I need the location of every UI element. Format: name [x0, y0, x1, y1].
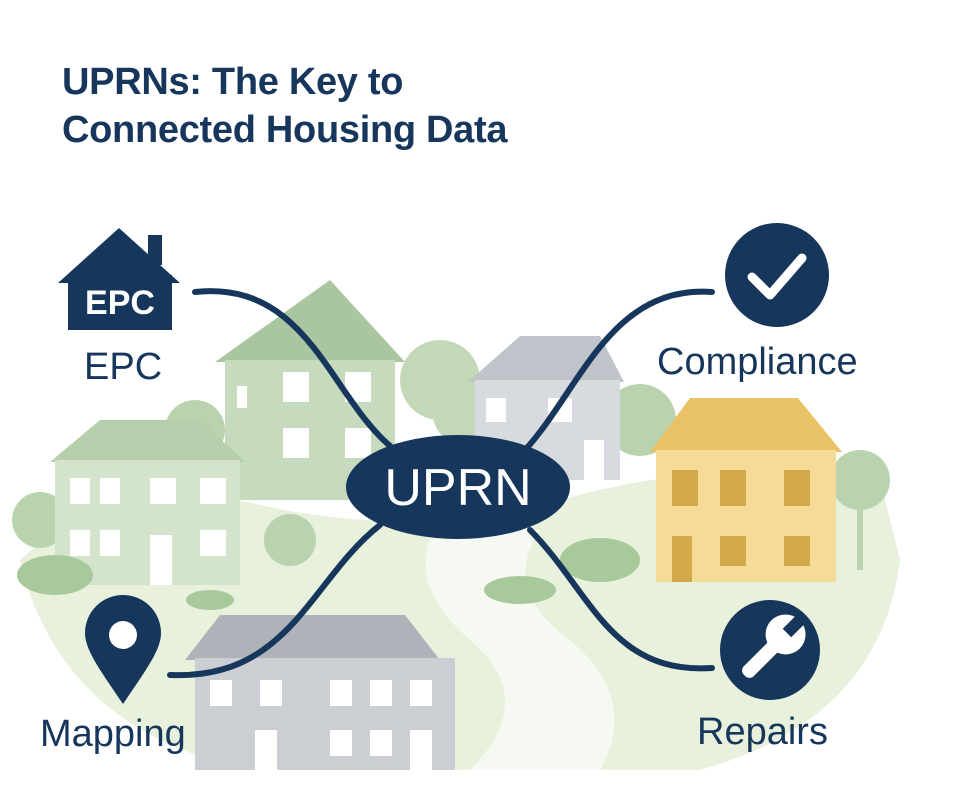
- connector-mapping: [167, 522, 383, 679]
- epc-label: EPC: [84, 346, 163, 388]
- house-grey-front: [185, 615, 455, 770]
- house-yellow: [650, 398, 842, 582]
- title-line-2: Connected Housing Data: [62, 109, 508, 151]
- repairs-label: Repairs: [697, 711, 828, 753]
- checkmark-icon: [725, 223, 829, 327]
- path-road: [425, 520, 615, 770]
- uprn-hub-shape: [346, 435, 570, 539]
- house-icon: [58, 228, 180, 330]
- map-pin-icon: [85, 595, 161, 704]
- bushes: [17, 538, 640, 610]
- epc-icon-text: EPC: [85, 284, 155, 322]
- uprn-hub-label: UPRN: [384, 459, 531, 517]
- connector-epc: [192, 288, 398, 453]
- tree-right: [604, 384, 890, 570]
- page-title: UPRNs: The Key to Connected Housing Data: [62, 58, 508, 154]
- connector-repairs: [527, 527, 715, 672]
- wrench-icon: [720, 600, 820, 700]
- connector-lines: [167, 288, 715, 679]
- title-line-1: UPRNs: The Key to: [62, 61, 404, 103]
- mapping-label: Mapping: [40, 713, 186, 755]
- compliance-label: Compliance: [657, 341, 858, 383]
- connector-compliance: [522, 288, 715, 453]
